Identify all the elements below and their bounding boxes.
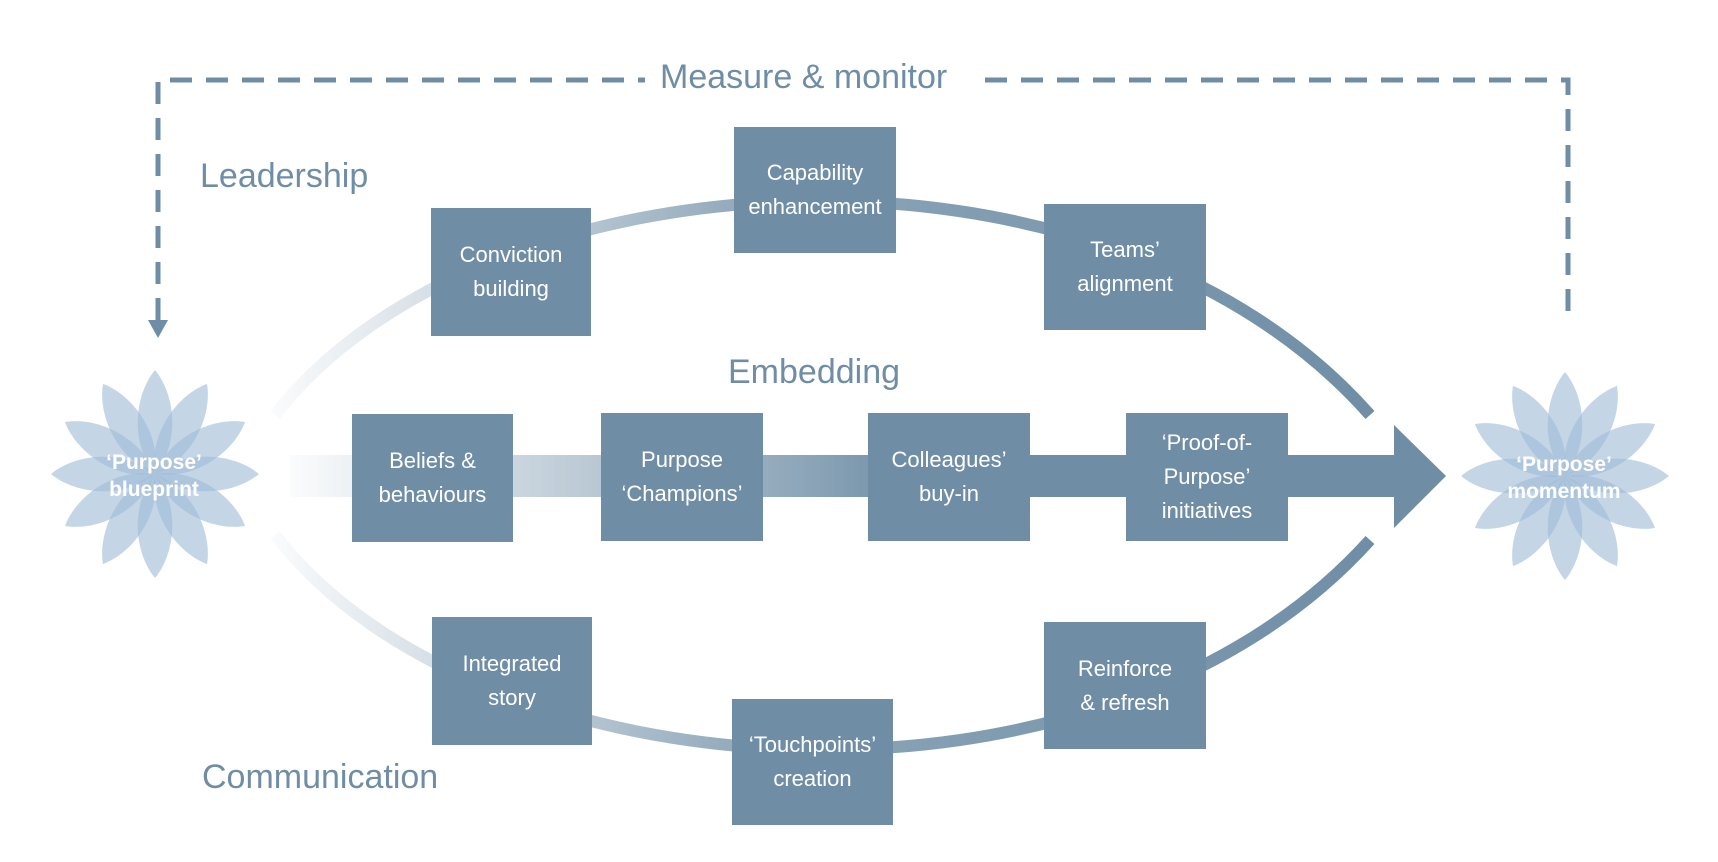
flower-petal bbox=[102, 383, 156, 474]
flower-petal bbox=[1565, 475, 1656, 529]
box-capability-enhancement: Capability enhancement bbox=[734, 127, 896, 253]
box-touchpoints-creation: ‘Touchpoints’ creation bbox=[732, 699, 893, 825]
flower-right-icon bbox=[1461, 372, 1669, 580]
leadership-label: Leadership bbox=[200, 157, 369, 195]
flower-petal bbox=[1512, 385, 1566, 476]
box-purpose-champions: Purpose ‘Champions’ bbox=[601, 413, 763, 541]
flower-petal bbox=[154, 383, 208, 474]
measure-loop-arrowhead bbox=[148, 320, 168, 338]
flower-petal bbox=[64, 421, 155, 475]
measure-loop-left bbox=[155, 77, 645, 320]
box-reinforce-refresh: Reinforce & refresh bbox=[1044, 622, 1206, 749]
measure-monitor-label: Measure & monitor bbox=[660, 58, 948, 96]
communication-label: Communication bbox=[202, 758, 439, 796]
purpose-blueprint-label: ‘Purpose’ blueprint bbox=[106, 451, 202, 501]
box-conviction-building: Conviction building bbox=[431, 208, 591, 336]
embedding-arrow-head bbox=[1394, 425, 1446, 528]
box-beliefs-behaviours: Beliefs & behaviours bbox=[352, 414, 513, 542]
box-teams-alignment: Teams’ alignment bbox=[1044, 204, 1206, 330]
box-colleagues-buy-in: Colleagues’ buy-in bbox=[868, 413, 1030, 541]
flower-petal bbox=[102, 474, 156, 565]
purpose-momentum-label: ‘Purpose’ momentum bbox=[1507, 453, 1621, 503]
measure-loop-right bbox=[985, 77, 1571, 322]
embedding-label: Embedding bbox=[728, 353, 901, 391]
flower-petal bbox=[155, 473, 246, 527]
flower-petal bbox=[1564, 385, 1618, 476]
box-integrated-story: Integrated story bbox=[432, 617, 592, 745]
flower-left-icon bbox=[51, 370, 259, 578]
flower-petal bbox=[1512, 476, 1566, 567]
box-proof-of-purpose: ‘Proof-of- Purpose’ initiatives bbox=[1126, 413, 1288, 541]
flower-petal bbox=[1474, 423, 1565, 477]
